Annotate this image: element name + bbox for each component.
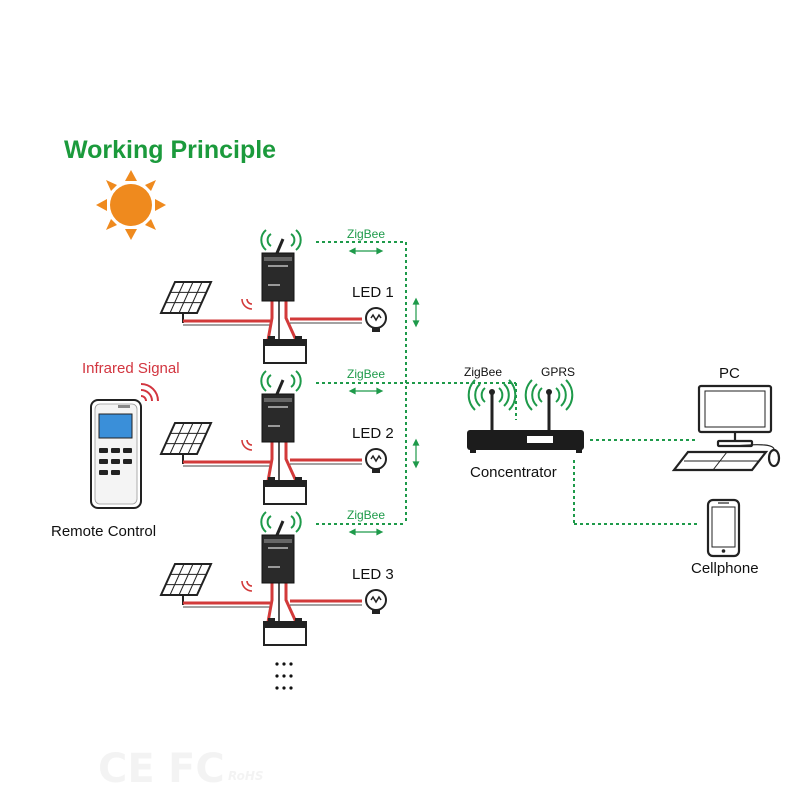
fcc-mark: FC bbox=[168, 746, 225, 792]
rohs-mark: RoHS bbox=[228, 769, 264, 783]
zigbee-link-3: ZigBee bbox=[347, 508, 385, 522]
antenna-waves bbox=[260, 511, 302, 533]
led-label: LED 3 bbox=[352, 566, 394, 583]
bulb-icon bbox=[365, 448, 387, 473]
concentrator-gprs-label: GPRS bbox=[541, 365, 575, 379]
ce-mark: CE bbox=[98, 746, 155, 792]
wires bbox=[183, 582, 362, 623]
router-icon bbox=[467, 389, 584, 453]
antenna-waves bbox=[260, 370, 302, 392]
pc-label: PC bbox=[719, 365, 740, 382]
infrared-waves-icon bbox=[140, 383, 159, 402]
infrared-signal-label: Infrared Signal bbox=[82, 360, 180, 377]
battery-icon bbox=[263, 477, 307, 505]
page-title: Working Principle bbox=[64, 136, 276, 164]
wires bbox=[183, 441, 362, 482]
solar-panel-icon bbox=[159, 563, 213, 605]
cellphone-icon bbox=[706, 498, 741, 558]
battery-icon bbox=[263, 618, 307, 646]
battery-icon bbox=[263, 336, 307, 364]
zigbee-label: ZigBee bbox=[347, 227, 385, 241]
more-units-ellipsis bbox=[275, 662, 293, 690]
infrared-receiver-waves bbox=[241, 298, 253, 310]
led-label: LED 2 bbox=[352, 425, 394, 442]
controller-icon bbox=[261, 238, 295, 302]
zigbee-link-2: ZigBee bbox=[347, 367, 385, 381]
bulb-icon bbox=[365, 307, 387, 332]
cellphone-label: Cellphone bbox=[691, 560, 759, 577]
solar-panel-icon bbox=[159, 422, 213, 464]
sun-icon bbox=[96, 170, 166, 240]
solar-panel-icon bbox=[159, 281, 213, 323]
certification-marks: CE FC RoHS bbox=[98, 746, 264, 792]
remote-control-icon bbox=[90, 399, 142, 509]
concentrator-zigbee-label: ZigBee bbox=[464, 365, 502, 379]
concentrator-label: Concentrator bbox=[470, 464, 557, 481]
zigbee-label: ZigBee bbox=[347, 508, 385, 522]
wires bbox=[183, 300, 362, 341]
remote-control-label: Remote Control bbox=[51, 523, 156, 540]
light-unit-3: LED 3 bbox=[159, 511, 394, 646]
controller-icon bbox=[261, 379, 295, 443]
zigbee-label: ZigBee bbox=[347, 367, 385, 381]
zigbee-link-1: ZigBee bbox=[347, 227, 385, 241]
zigbee-bus bbox=[316, 241, 700, 525]
infrared-receiver-waves bbox=[241, 580, 253, 592]
light-units: LED 1 LED 2 LED 3 bbox=[159, 229, 394, 646]
bulb-icon bbox=[365, 589, 387, 614]
light-unit-1: LED 1 bbox=[159, 229, 394, 364]
infrared-receiver-waves bbox=[241, 439, 253, 451]
antenna-waves bbox=[260, 229, 302, 251]
antenna-waves bbox=[467, 379, 574, 411]
light-unit-2: LED 2 bbox=[159, 370, 394, 505]
controller-icon bbox=[261, 520, 295, 584]
led-label: LED 1 bbox=[352, 284, 394, 301]
pc-icon bbox=[671, 384, 781, 472]
link-arrows bbox=[348, 247, 420, 536]
